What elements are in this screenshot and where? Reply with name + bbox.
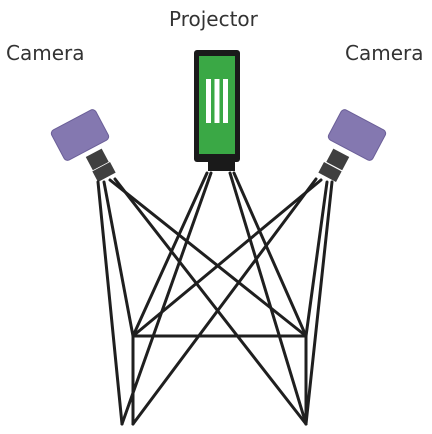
projector-icon <box>194 50 240 171</box>
right-camera-icon <box>318 109 387 182</box>
left-camera-label: Camera <box>6 41 85 65</box>
right-camera-label: Camera <box>345 41 424 65</box>
left-camera-icon <box>50 109 116 182</box>
ray-lines <box>96 171 334 426</box>
projector-label: Projector <box>169 7 258 31</box>
